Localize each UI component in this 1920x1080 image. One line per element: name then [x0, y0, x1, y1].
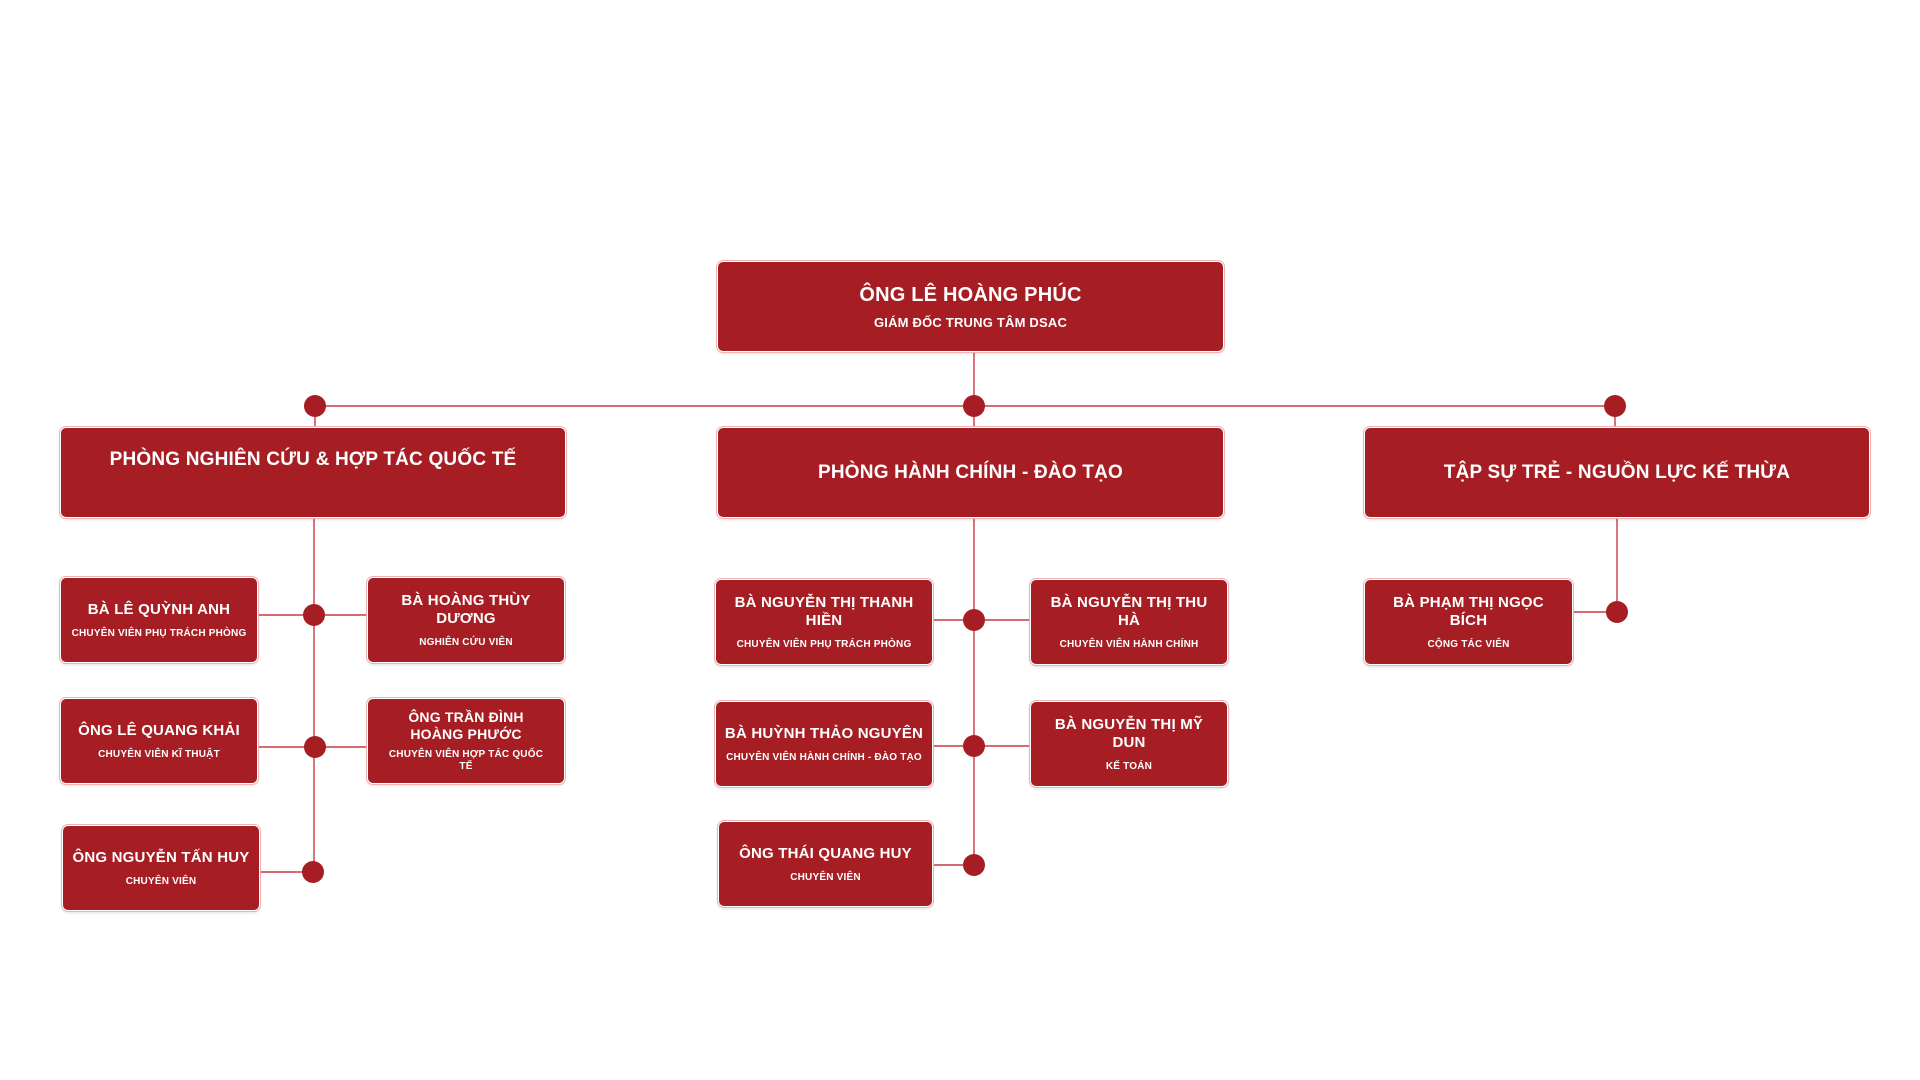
member-card: BÀ HOÀNG THÙY DƯƠNG NGHIÊN CỨU VIÊN [368, 578, 564, 662]
member-name: BÀ NGUYỄN THỊ THU HÀ [1050, 593, 1208, 629]
director-name: ÔNG LÊ HOÀNG PHÚC [859, 283, 1082, 306]
member-name: BÀ PHẠM THỊ NGỌC BÍCH [1393, 593, 1544, 629]
department-title: TẬP SỰ TRẺ - NGUỒN LỰC KẾ THỪA [1443, 462, 1791, 483]
member-role: CHUYÊN VIÊN HÀNH CHÍNH - ĐÀO TẠO [726, 751, 922, 763]
member-role: CHUYÊN VIÊN KĨ THUẬT [98, 748, 220, 760]
member-role: NGHIÊN CỨU VIÊN [419, 636, 513, 648]
junction-dot [1604, 395, 1626, 417]
department-title: PHÒNG HÀNH CHÍNH - ĐÀO TẠO [818, 462, 1123, 483]
member-card: BÀ NGUYỄN THỊ THU HÀ CHUYÊN VIÊN HÀNH CH… [1031, 580, 1227, 664]
junction-dot [304, 395, 326, 417]
junction-dot [303, 604, 325, 626]
department-interns-box: TẬP SỰ TRẺ - NGUỒN LỰC KẾ THỪA [1365, 428, 1869, 517]
member-card: BÀ NGUYỄN THỊ THANH HIỀN CHUYÊN VIÊN PHỤ… [716, 580, 932, 664]
junction-dot [302, 861, 324, 883]
member-card: BÀ NGUYỄN THỊ MỸ DUN KẾ TOÁN [1031, 702, 1227, 786]
member-card: BÀ HUỲNH THẢO NGUYÊN CHUYÊN VIÊN HÀNH CH… [716, 702, 932, 786]
department-research-box: PHÒNG NGHIÊN CỨU & HỢP TÁC QUỐC TẾ [61, 428, 565, 517]
junction-dot [963, 609, 985, 631]
junction-dot [963, 854, 985, 876]
member-name: BÀ LÊ QUỲNH ANH [87, 600, 231, 618]
member-role: CHUYÊN VIÊN HÀNH CHÍNH [1059, 638, 1199, 650]
member-name: ÔNG LÊ QUANG KHẢI [78, 721, 240, 739]
member-role: CHUYÊN VIÊN PHỤ TRÁCH PHÒNG [71, 627, 247, 639]
member-role: CHUYÊN VIÊN PHỤ TRÁCH PHÒNG [736, 638, 912, 650]
member-name: BÀ HOÀNG THÙY DƯƠNG [401, 591, 531, 627]
member-card: ÔNG TRẦN ĐÌNH HOÀNG PHƯỚC CHUYÊN VIÊN HỢ… [368, 699, 564, 783]
junction-dot [1606, 601, 1628, 623]
department-admin-box: PHÒNG HÀNH CHÍNH - ĐÀO TẠO [718, 428, 1223, 517]
member-card: BÀ PHẠM THỊ NGỌC BÍCH CỘNG TÁC VIÊN [1365, 580, 1572, 664]
member-name: BÀ NGUYỄN THỊ THANH HIỀN [734, 593, 914, 629]
director-role: GIÁM ĐỐC TRUNG TÂM DSAC [873, 314, 1068, 330]
member-card: ÔNG THÁI QUANG HUY CHUYÊN VIÊN [719, 822, 932, 906]
member-role: CỘNG TÁC VIÊN [1427, 638, 1510, 650]
member-role: KẾ TOÁN [1105, 760, 1153, 772]
member-card: ÔNG LÊ QUANG KHẢI CHUYÊN VIÊN KĨ THUẬT [61, 699, 257, 783]
member-role: CHUYÊN VIÊN [790, 871, 861, 883]
member-name: ÔNG TRẦN ĐÌNH HOÀNG PHƯỚC [408, 709, 524, 742]
member-name: ÔNG NGUYỄN TẤN HUY [72, 848, 250, 866]
junction-dot [963, 735, 985, 757]
junction-dot [963, 395, 985, 417]
member-role: CHUYÊN VIÊN HỢP TÁC QUỐC TẾ [388, 749, 544, 772]
junction-dot [304, 736, 326, 758]
member-name: BÀ HUỲNH THẢO NGUYÊN [724, 724, 924, 742]
member-role: CHUYÊN VIÊN [125, 875, 197, 887]
director-box: ÔNG LÊ HOÀNG PHÚC GIÁM ĐỐC TRUNG TÂM DSA… [718, 262, 1223, 351]
member-name: BÀ NGUYỄN THỊ MỸ DUN [1054, 715, 1204, 751]
member-name: ÔNG THÁI QUANG HUY [739, 844, 912, 862]
department-title: PHÒNG NGHIÊN CỨU & HỢP TÁC QUỐC TẾ [109, 449, 517, 470]
member-card: BÀ LÊ QUỲNH ANH CHUYÊN VIÊN PHỤ TRÁCH PH… [61, 578, 257, 662]
member-card: ÔNG NGUYỄN TẤN HUY CHUYÊN VIÊN [63, 826, 259, 910]
